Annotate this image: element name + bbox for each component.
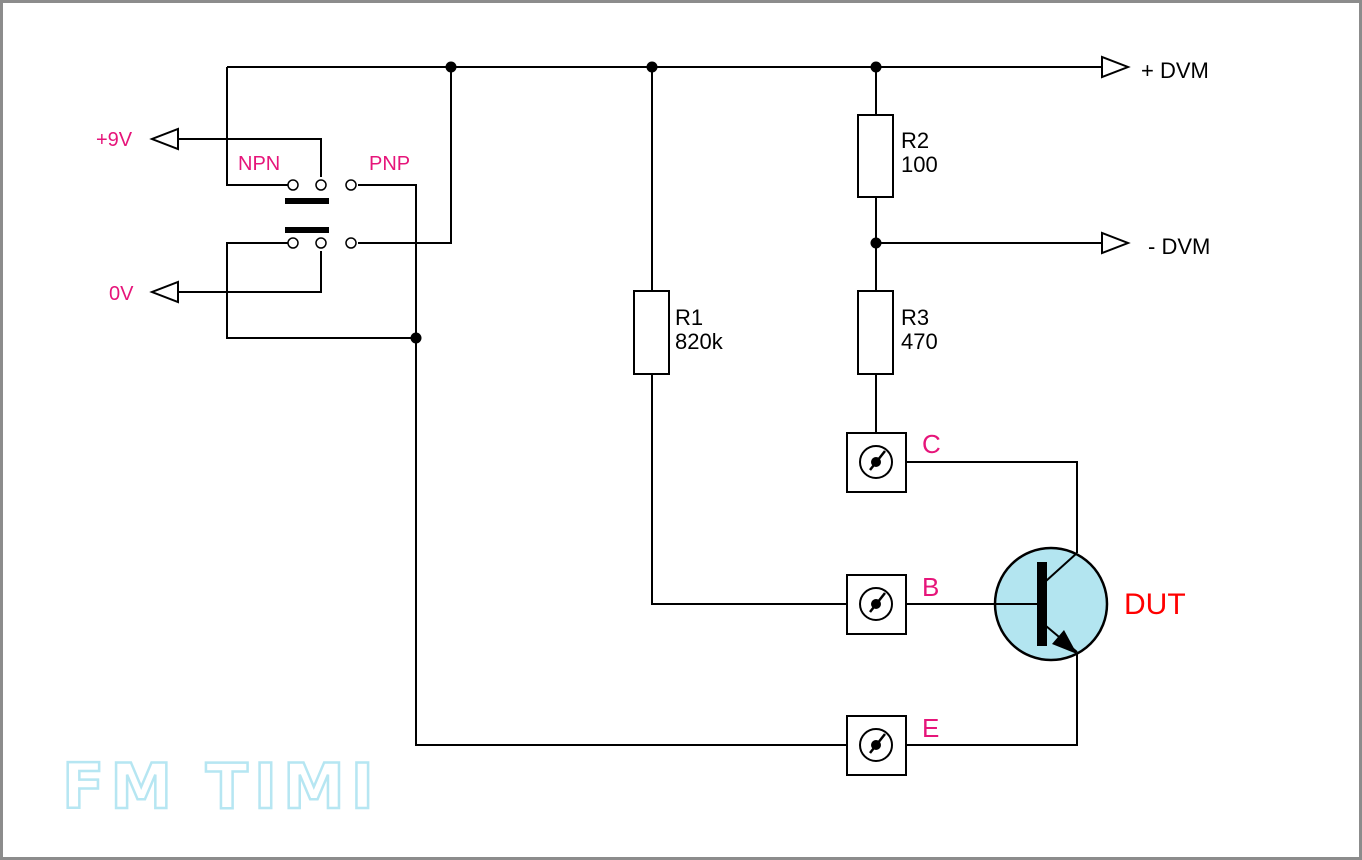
r1-name: R1 — [675, 305, 703, 330]
collector-label: C — [922, 429, 941, 459]
resistor-r3 — [857, 290, 894, 375]
watermark: FM TIMI — [62, 750, 380, 823]
r3-name: R3 — [901, 305, 929, 330]
socket-slash-icon — [869, 733, 886, 754]
emitter-lead-wire — [906, 652, 1078, 746]
base-label: B — [922, 572, 939, 602]
socket-slash-icon — [869, 450, 886, 471]
npn-label: NPN — [238, 153, 280, 175]
r1-value: 820k — [675, 329, 724, 354]
minus-dvm-label: - DVM — [1148, 234, 1210, 259]
switch-contact — [345, 179, 357, 191]
npn-transistor-icon — [993, 546, 1109, 662]
emitter-label: E — [922, 713, 939, 743]
r3-value: 470 — [901, 329, 938, 354]
terminal-base[interactable] — [846, 574, 907, 635]
npn-ground-wire — [226, 242, 416, 339]
socket-slash-icon — [869, 592, 886, 613]
zero-volt-wire — [178, 251, 322, 293]
switch-bar-lower — [285, 227, 329, 233]
resistor-r1 — [633, 290, 670, 375]
pnp-emitter-wire — [358, 184, 847, 746]
switch-contact — [315, 179, 327, 191]
junction-dot — [870, 237, 882, 249]
plus9v-label: +9V — [96, 129, 133, 151]
switch-contact — [287, 179, 299, 191]
junctions — [410, 61, 882, 344]
npn-pnp-switch[interactable] — [285, 179, 357, 249]
switch-contact — [315, 237, 327, 249]
r1-base-wire — [651, 374, 847, 605]
resistor-r2 — [857, 114, 894, 198]
plus9v-wire — [178, 138, 322, 177]
switch-contact — [345, 237, 357, 249]
transistor-body — [993, 546, 1109, 662]
minus-dvm-arrow-icon — [1101, 231, 1131, 255]
junction-dot — [410, 332, 422, 344]
transistor-base-bar — [1037, 562, 1047, 646]
transistor-collector-lead — [1045, 552, 1078, 582]
junction-dot — [870, 61, 882, 73]
r2-name: R2 — [901, 128, 929, 153]
zero-volt-arrow-icon — [149, 280, 179, 304]
switch-bar-upper — [285, 198, 329, 204]
junction-dot — [646, 61, 658, 73]
dut-label: DUT — [1124, 588, 1186, 621]
emitter-arrow-icon — [1052, 630, 1077, 654]
pnp-rail-wire — [358, 67, 452, 244]
terminal-collector[interactable] — [846, 432, 907, 493]
pnp-label: PNP — [369, 153, 410, 175]
r2-value: 100 — [901, 152, 938, 177]
ports — [149, 55, 1131, 304]
switch-contact — [287, 237, 299, 249]
plus9v-arrow-icon — [149, 127, 179, 151]
plus-dvm-label: + DVM — [1141, 58, 1209, 83]
wires — [178, 66, 1102, 746]
collector-lead-wire — [906, 461, 1078, 553]
junction-dot — [445, 61, 457, 73]
zero-volt-label: 0V — [109, 283, 134, 305]
npn-left-wire — [226, 67, 288, 186]
plus-dvm-arrow-icon — [1101, 55, 1131, 79]
terminal-emitter[interactable] — [846, 715, 907, 776]
